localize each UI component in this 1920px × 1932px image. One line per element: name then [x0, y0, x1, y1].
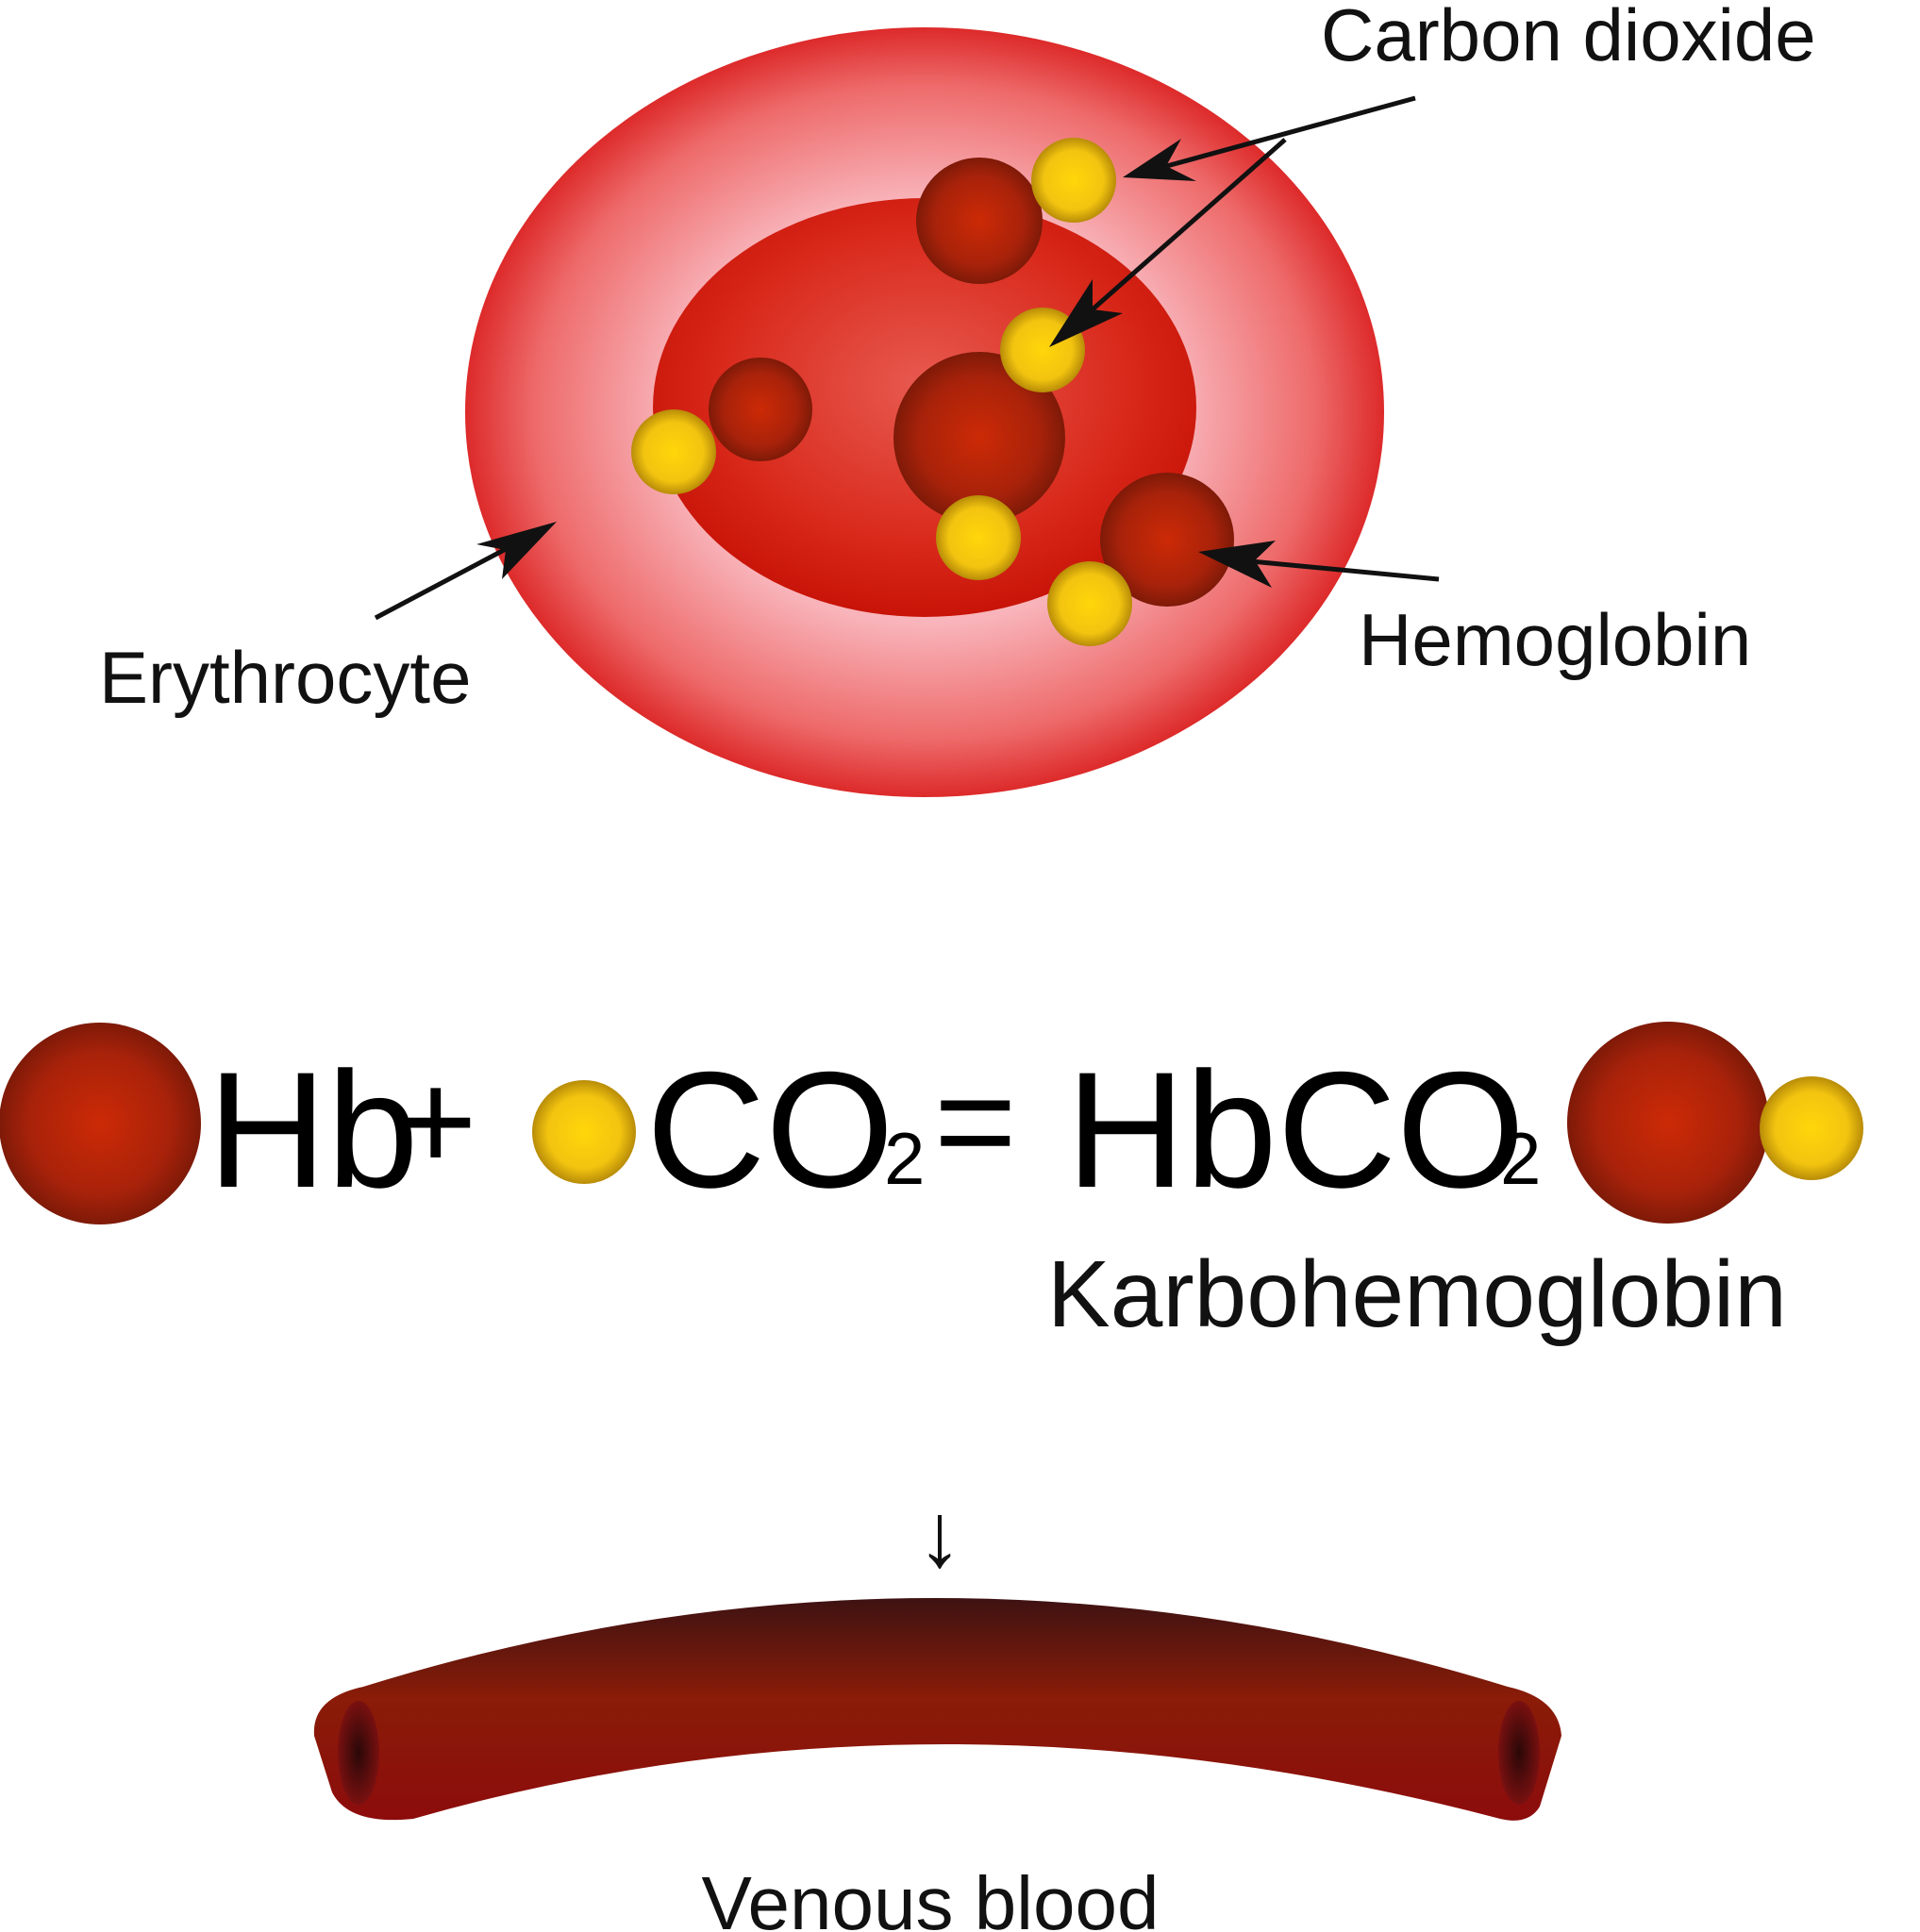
equation: Hb + CO 2 = HbCO 2: [0, 1022, 1863, 1224]
arrow-head-icon: [1198, 541, 1276, 588]
co2-molecule: [1760, 1076, 1863, 1180]
arrow-head-icon: [476, 522, 557, 579]
co2-molecule: [532, 1080, 636, 1184]
equation-equals: =: [934, 1041, 1017, 1200]
arrow-head-icon: [1049, 279, 1123, 347]
hemoglobin-molecule: [1567, 1022, 1769, 1224]
label-erythrocyte: Erythrocyte: [99, 636, 471, 719]
flow-down-arrow: ↓: [917, 1485, 962, 1586]
hemoglobin-molecule: [709, 358, 812, 461]
equation-subscript: 2: [1500, 1117, 1541, 1200]
vessel-body: [313, 1598, 1561, 1821]
co2-molecule: [631, 409, 716, 494]
equation-hbco: HbCO: [1066, 1039, 1525, 1223]
vessel-end: [1498, 1701, 1540, 1805]
hemoglobin-molecule: [916, 158, 1043, 284]
equation-plus: +: [394, 1041, 477, 1200]
co2-molecule: [936, 495, 1021, 580]
co2-pointer-line: [1083, 138, 1287, 318]
co2-molecule: [1047, 561, 1132, 646]
equation-subscript: 2: [884, 1117, 925, 1200]
hemoglobin-molecule: [0, 1023, 201, 1224]
pointer-arrows: [374, 95, 1440, 621]
label-karbohemoglobin: Karbohemoglobin: [1047, 1241, 1787, 1347]
equation-co: CO: [646, 1039, 894, 1223]
hemoglobin-molecule: [1100, 473, 1234, 607]
equation-hb: Hb: [208, 1039, 419, 1223]
co2-molecule: [1031, 138, 1116, 223]
label-venous-blood: Venous blood: [702, 1861, 1160, 1932]
hemoglobin-molecule: [893, 352, 1065, 524]
arrow-head-icon: [1123, 139, 1196, 181]
co2-pointer-line: [1152, 95, 1416, 173]
erythrocyte-pointer-line: [374, 537, 526, 621]
venous-vessel: [313, 1598, 1561, 1821]
hemoglobin-pointer-line: [1230, 557, 1440, 582]
vessel-end: [338, 1701, 379, 1805]
label-hemoglobin: Hemoglobin: [1359, 598, 1751, 681]
label-carbon-dioxide: Carbon dioxide: [1321, 0, 1816, 76]
